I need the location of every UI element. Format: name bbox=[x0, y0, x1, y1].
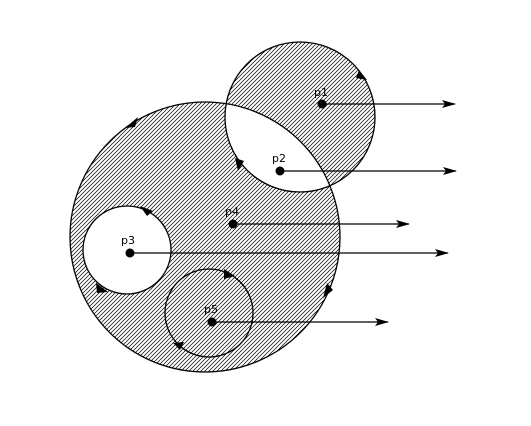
circle-outlines bbox=[69, 41, 376, 373]
inner-circle-fill bbox=[165, 269, 253, 357]
arrow-large-inner bbox=[235, 158, 244, 171]
arrow-hole-bottom bbox=[96, 283, 108, 293]
label-p3: p3 bbox=[121, 234, 135, 247]
point-p1 bbox=[317, 99, 327, 109]
direction-arrows bbox=[96, 70, 367, 350]
arrow-large-right bbox=[323, 283, 333, 298]
bottom-small-circle bbox=[164, 268, 254, 358]
arrow-large-top bbox=[125, 117, 138, 128]
rays bbox=[130, 100, 457, 326]
point-labels: p1 p2 p4 p3 p5 bbox=[121, 86, 328, 316]
arrow-small-top bbox=[224, 269, 235, 279]
large-circle bbox=[69, 101, 341, 373]
label-p5: p5 bbox=[204, 303, 218, 316]
point-p5 bbox=[207, 317, 217, 327]
label-p2: p2 bbox=[272, 152, 286, 165]
left-hole-circle bbox=[82, 205, 172, 295]
top-circle bbox=[224, 41, 376, 193]
label-p4: p4 bbox=[225, 205, 239, 218]
arrow-top-circle bbox=[356, 70, 367, 80]
hatched-region bbox=[70, 42, 375, 372]
point-p3 bbox=[125, 248, 135, 258]
arrow-hole-top bbox=[140, 206, 153, 216]
arrow-small-bottom bbox=[173, 342, 184, 350]
label-p1: p1 bbox=[314, 86, 328, 99]
points bbox=[125, 99, 327, 327]
point-p2 bbox=[275, 166, 285, 176]
point-p4 bbox=[228, 219, 238, 229]
